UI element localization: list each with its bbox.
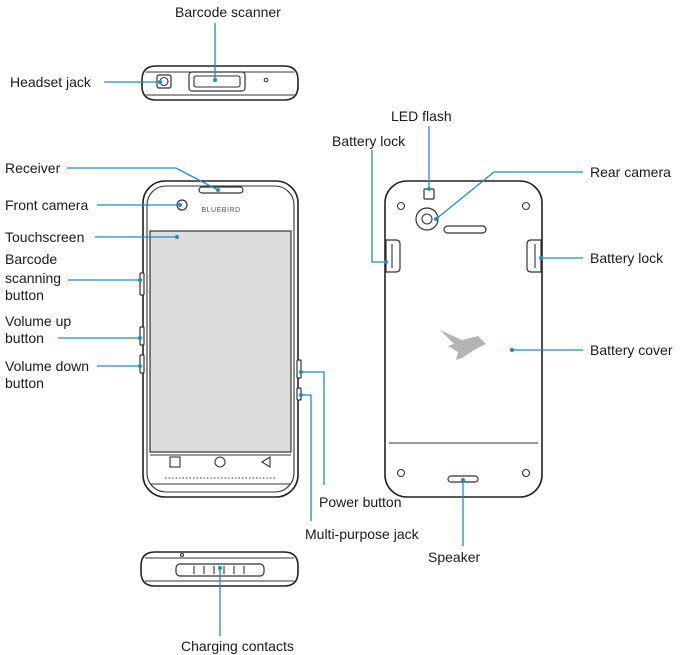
label-barcode-scanning-button-line2: scanning (5, 270, 61, 286)
labels: Barcode scanner Headset jack Receiver Fr… (5, 4, 673, 654)
front-view: BLUEBIRD (140, 181, 301, 497)
square-icon (170, 457, 180, 467)
touchscreen-area (150, 231, 291, 452)
brand-text: BLUEBIRD (201, 207, 240, 214)
label-battery-lock-right: Battery lock (590, 250, 664, 266)
label-speaker: Speaker (428, 549, 480, 565)
label-front-camera: Front camera (5, 197, 88, 213)
side-button-volume-down (140, 355, 144, 373)
label-volume-up-button-line2: button (5, 330, 44, 346)
side-button-scan (140, 273, 144, 295)
triangle-icon (262, 457, 270, 467)
label-headset-jack: Headset jack (10, 74, 92, 90)
battery-lock-left (386, 240, 400, 272)
label-rear-camera: Rear camera (590, 164, 671, 180)
battery-lock-right (527, 240, 541, 272)
leader-lines (58, 23, 583, 636)
label-barcode-scanning-button-line3: button (5, 287, 44, 303)
side-button-volume-up (140, 327, 144, 345)
label-battery-cover: Battery cover (590, 342, 673, 358)
label-barcode-scanning-button-line1: Barcode (5, 251, 57, 267)
label-multi-purpose-jack: Multi-purpose jack (305, 526, 420, 542)
circle-icon (215, 457, 225, 467)
receiver-grille (199, 187, 243, 193)
label-volume-down-button-line1: Volume down (5, 358, 89, 374)
label-touchscreen: Touchscreen (5, 229, 84, 245)
rear-view (385, 181, 542, 497)
label-power-button: Power button (319, 494, 402, 510)
label-led-flash: LED flash (391, 108, 452, 124)
label-receiver: Receiver (5, 160, 61, 176)
bird-logo-icon (440, 330, 486, 360)
label-battery-lock-top: Battery lock (332, 133, 406, 149)
label-charging-contacts: Charging contacts (181, 638, 294, 654)
label-volume-down-button-line2: button (5, 375, 44, 391)
label-barcode-scanner: Barcode scanner (175, 4, 281, 20)
label-volume-up-button-line1: Volume up (5, 313, 71, 329)
side-button-power (297, 360, 301, 378)
top-view (142, 66, 298, 100)
barcode-scanner-window (189, 72, 245, 91)
